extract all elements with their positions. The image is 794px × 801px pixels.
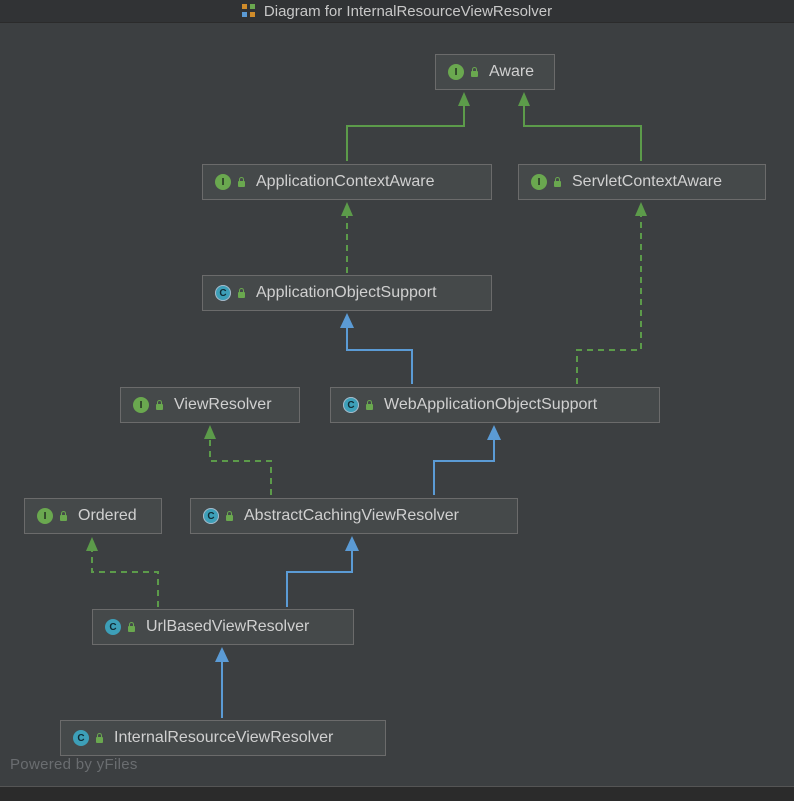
interface-icon: I xyxy=(215,174,231,190)
public-lock-icon xyxy=(365,399,374,410)
node-label: ViewResolver xyxy=(174,396,272,413)
interface-icon: I xyxy=(448,64,464,80)
node-label: ApplicationContextAware xyxy=(256,173,435,190)
edge-applicationobjectsupport-implements-applicationcontextaware xyxy=(341,202,353,273)
public-lock-icon xyxy=(237,287,246,298)
node-label: AbstractCachingViewResolver xyxy=(244,507,459,524)
node-label: ApplicationObjectSupport xyxy=(256,284,437,301)
class-icon: C xyxy=(105,619,121,635)
node-abstractcachingviewresolver[interactable]: C AbstractCachingViewResolver xyxy=(190,498,518,534)
node-applicationcontextaware[interactable]: I ApplicationContextAware xyxy=(202,164,492,200)
diagram-icon xyxy=(241,4,256,18)
edge-abstractcachingviewresolver-extends-webapplicationobjectsupport xyxy=(433,425,501,495)
window-title: Diagram for InternalResourceViewResolver xyxy=(263,2,553,20)
node-label: WebApplicationObjectSupport xyxy=(384,396,598,413)
node-aware[interactable]: I Aware xyxy=(435,54,555,90)
abstract-class-icon: C xyxy=(203,508,219,524)
public-lock-icon xyxy=(470,66,479,77)
node-webapplicationobjectsupport[interactable]: C WebApplicationObjectSupport xyxy=(330,387,660,423)
public-lock-icon xyxy=(59,510,68,521)
edge-webapplicationobjectsupport-implements-servletcontextaware xyxy=(576,202,647,384)
node-servletcontextaware[interactable]: I ServletContextAware xyxy=(518,164,766,200)
node-label: Aware xyxy=(489,63,535,80)
edge-servletcontextaware-to-aware xyxy=(518,92,642,161)
node-viewresolver[interactable]: I ViewResolver xyxy=(120,387,300,423)
public-lock-icon xyxy=(95,732,104,743)
public-lock-icon xyxy=(553,176,562,187)
bottom-status-bar xyxy=(0,786,794,801)
powered-by-watermark: Powered by yFiles xyxy=(10,756,138,773)
interface-icon: I xyxy=(531,174,547,190)
node-label: UrlBasedViewResolver xyxy=(146,618,310,635)
node-label: InternalResourceViewResolver xyxy=(114,729,334,746)
edge-applicationcontextaware-to-aware xyxy=(346,92,470,161)
node-label: ServletContextAware xyxy=(572,173,722,190)
edge-abstractcachingviewresolver-implements-viewresolver xyxy=(204,425,272,495)
abstract-class-icon: C xyxy=(215,285,231,301)
node-ordered[interactable]: I Ordered xyxy=(24,498,162,534)
interface-icon: I xyxy=(37,508,53,524)
public-lock-icon xyxy=(155,399,164,410)
edge-webapplicationobjectsupport-extends-applicationobjectsupport xyxy=(340,313,413,384)
interface-icon: I xyxy=(133,397,149,413)
window-title-bar: Diagram for InternalResourceViewResolver xyxy=(0,0,794,23)
edge-urlbasedviewresolver-extends-abstractcachingviewresolver xyxy=(286,536,359,607)
node-internalresourceviewresolver[interactable]: C InternalResourceViewResolver xyxy=(60,720,386,756)
public-lock-icon xyxy=(225,510,234,521)
public-lock-icon xyxy=(127,621,136,632)
node-urlbasedviewresolver[interactable]: C UrlBasedViewResolver xyxy=(92,609,354,645)
abstract-class-icon: C xyxy=(343,397,359,413)
node-label: Ordered xyxy=(78,507,137,524)
public-lock-icon xyxy=(237,176,246,187)
edge-internalresourceviewresolver-extends-urlbasedviewresolver xyxy=(215,647,229,718)
edge-urlbasedviewresolver-implements-ordered xyxy=(86,537,159,607)
node-applicationobjectsupport[interactable]: C ApplicationObjectSupport xyxy=(202,275,492,311)
class-icon: C xyxy=(73,730,89,746)
